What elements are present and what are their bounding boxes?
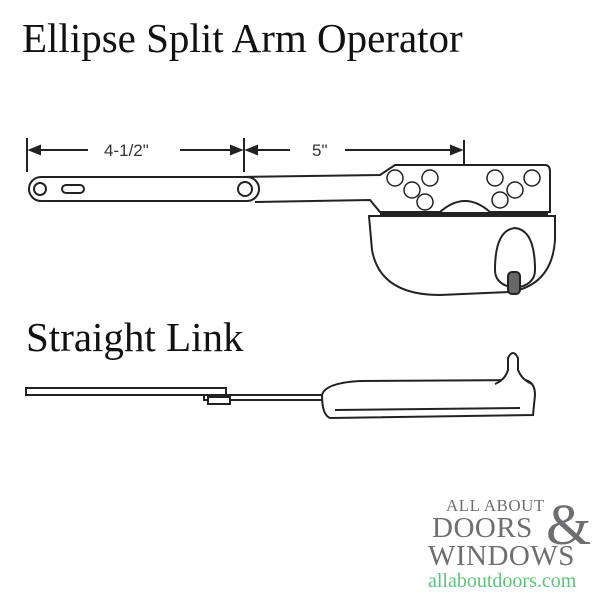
logo-url[interactable]: allaboutdoors.com (428, 570, 577, 592)
diagram-title: Ellipse Split Arm Operator (22, 15, 463, 61)
link-length-label: 5" (312, 141, 328, 160)
logo-line-1: ALL ABOUT (446, 496, 545, 515)
arm-length-label: 4-1/2" (104, 141, 149, 160)
logo-ampersand: & (546, 492, 592, 557)
straight-link-heading: Straight Link (26, 314, 244, 360)
logo-line-3: WINDOWS (428, 540, 575, 572)
logo-line-2: DOORS (432, 512, 533, 544)
brand-logo: & ALL ABOUT DOORS WINDOWS allaboutdoors.… (428, 492, 596, 592)
